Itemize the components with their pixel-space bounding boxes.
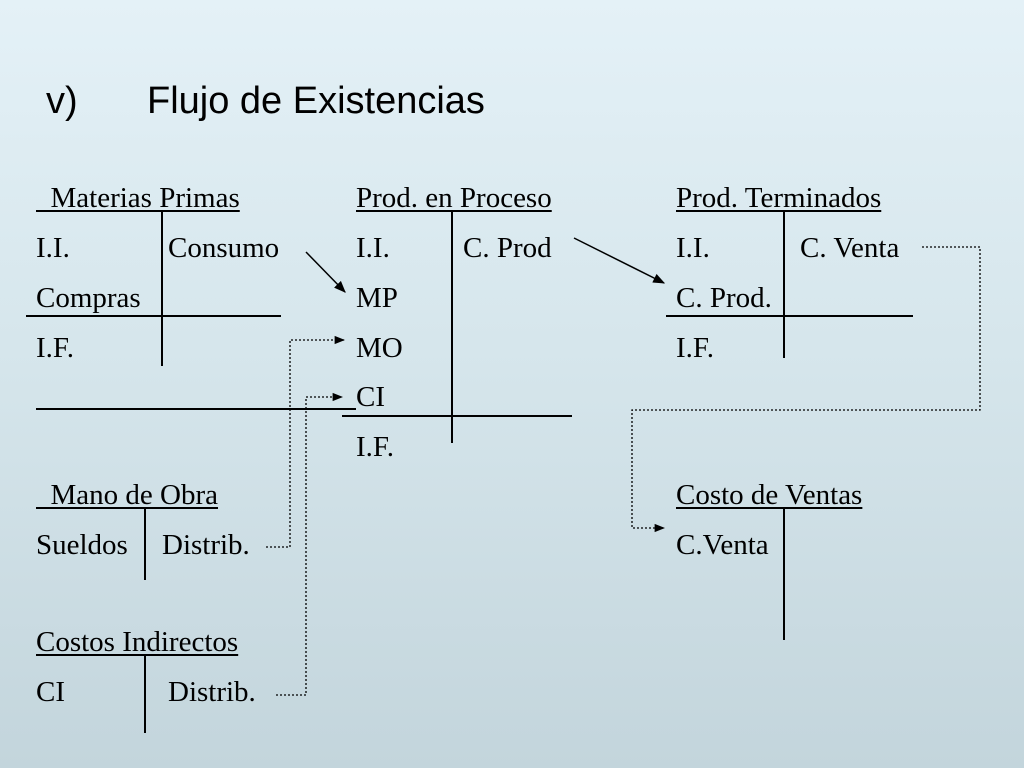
costos-indirectos-credit-distrib: Distrib. — [168, 676, 256, 708]
prod-terminados-credit-cventa: C. Venta — [800, 232, 900, 264]
prod-terminados-debit-ii: I.I. — [676, 232, 710, 264]
costos-indirectos-header: Costos Indirectos — [36, 626, 239, 658]
title-number: v) — [46, 80, 78, 122]
prod-en-proceso-debit-ci: CI — [356, 381, 385, 413]
prod-en-proceso-header: Prod. en Proceso — [356, 182, 552, 214]
costos-indirectos-divider — [144, 655, 146, 733]
costo-de-ventas-divider — [783, 508, 785, 640]
prod-en-proceso-divider — [451, 211, 453, 443]
consumo-to-mp-arrow — [305, 251, 346, 293]
mano-de-obra-credit-distrib: Distrib. — [162, 529, 250, 561]
materias-primas-debit-if: I.F. — [36, 332, 74, 364]
materias-primas-debit-compras: Compras — [36, 282, 141, 314]
materias-primas-credit-consumo: Consumo — [168, 232, 280, 264]
prod-en-proceso-debit-ii: I.I. — [356, 232, 390, 264]
slide-title: Flujo de Existencias — [147, 80, 485, 122]
materias-primas-header: Materias Primas — [50, 182, 240, 214]
prod-terminados-debit-if: I.F. — [676, 332, 714, 364]
prod-en-proceso-debit-mp: MP — [356, 282, 398, 314]
mano-de-obra-divider — [144, 508, 146, 580]
materias-primas-divider — [161, 211, 163, 366]
materias-primas-bottom-rule — [36, 408, 356, 410]
materias-primas-debit-ii: I.I. — [36, 232, 70, 264]
prod-en-proceso-debit-mo: MO — [356, 332, 403, 364]
prod-en-proceso-credit-cprod: C. Prod — [463, 232, 552, 264]
materias-primas-total-line — [26, 315, 281, 317]
mano-de-obra-debit-sueldos: Sueldos — [36, 529, 128, 561]
costos-indirectos-to-ci-connector — [276, 392, 344, 696]
prod-terminados-divider — [783, 211, 785, 358]
mano-de-obra-to-mo-connector — [266, 335, 346, 548]
prod-terminados-debit-cprod: C. Prod. — [676, 282, 772, 314]
costo-de-ventas-debit-cventa: C.Venta — [676, 529, 769, 561]
prod-en-proceso-total-line — [342, 415, 572, 417]
cventa-to-costo-de-ventas-connector — [631, 246, 981, 533]
prod-terminados-header: Prod. Terminados — [676, 182, 882, 214]
prod-terminados-total-line — [666, 315, 913, 317]
mano-de-obra-header: Mano de Obra — [50, 479, 219, 511]
prod-en-proceso-debit-if: I.F. — [356, 431, 394, 463]
costo-de-ventas-header: Costo de Ventas — [676, 479, 863, 511]
costos-indirectos-debit-ci: CI — [36, 676, 65, 708]
cprod-to-prod-terminados-arrow — [573, 237, 666, 284]
